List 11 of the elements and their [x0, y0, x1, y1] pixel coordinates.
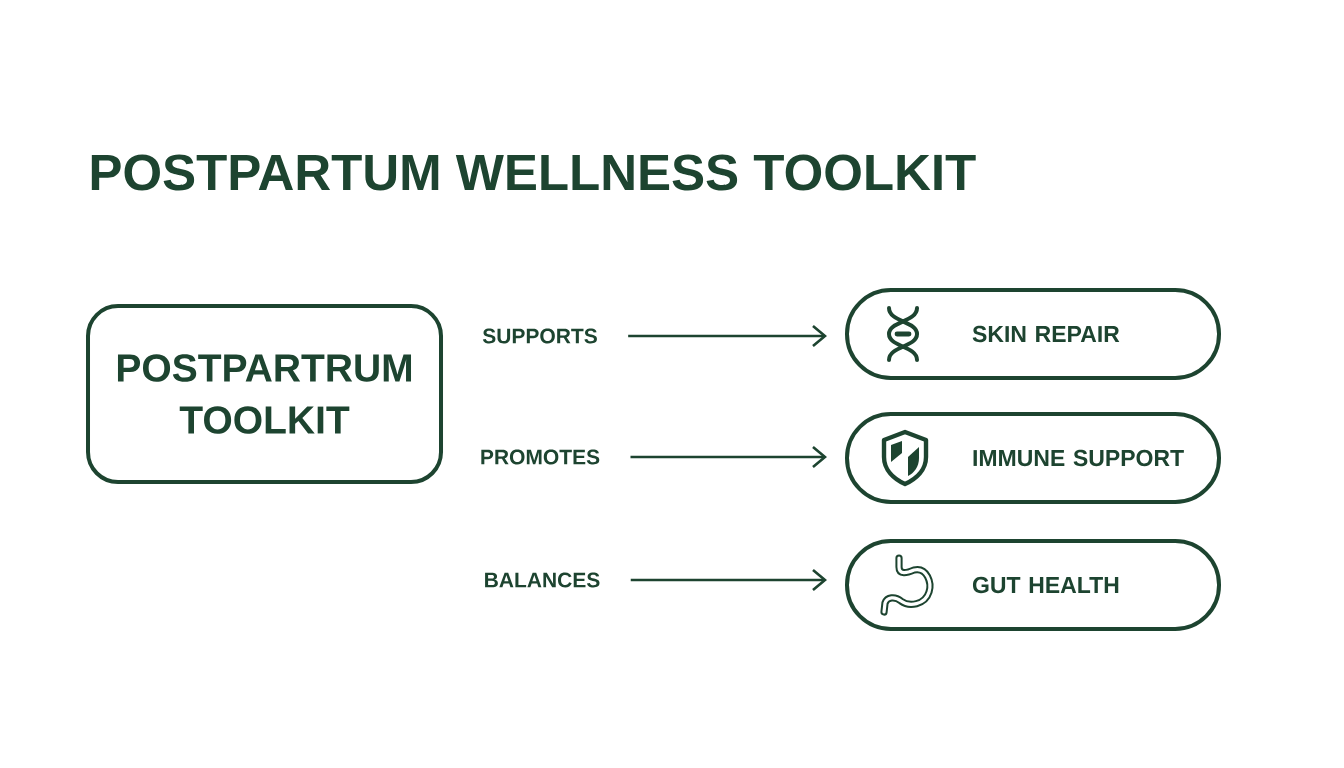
category-box: POSTPARTRUM TOOLKIT: [86, 304, 443, 484]
relation-label: BALANCES: [485, 572, 600, 588]
benefit-pill: SKIN REPAIR: [845, 288, 1221, 380]
relation-label: SUPPORTS: [482, 328, 597, 344]
arrow: [630, 446, 827, 468]
benefit-pill: GUT HEALTH: [845, 539, 1221, 631]
relation-label: PROMOTES: [481, 449, 600, 465]
arrow: [630, 569, 827, 591]
title: POSTPARTUM WELLNESS TOOLKIT: [91, 154, 976, 191]
benefit-pill: IMMUNE SUPPORT: [845, 412, 1221, 504]
arrow: [628, 325, 827, 347]
